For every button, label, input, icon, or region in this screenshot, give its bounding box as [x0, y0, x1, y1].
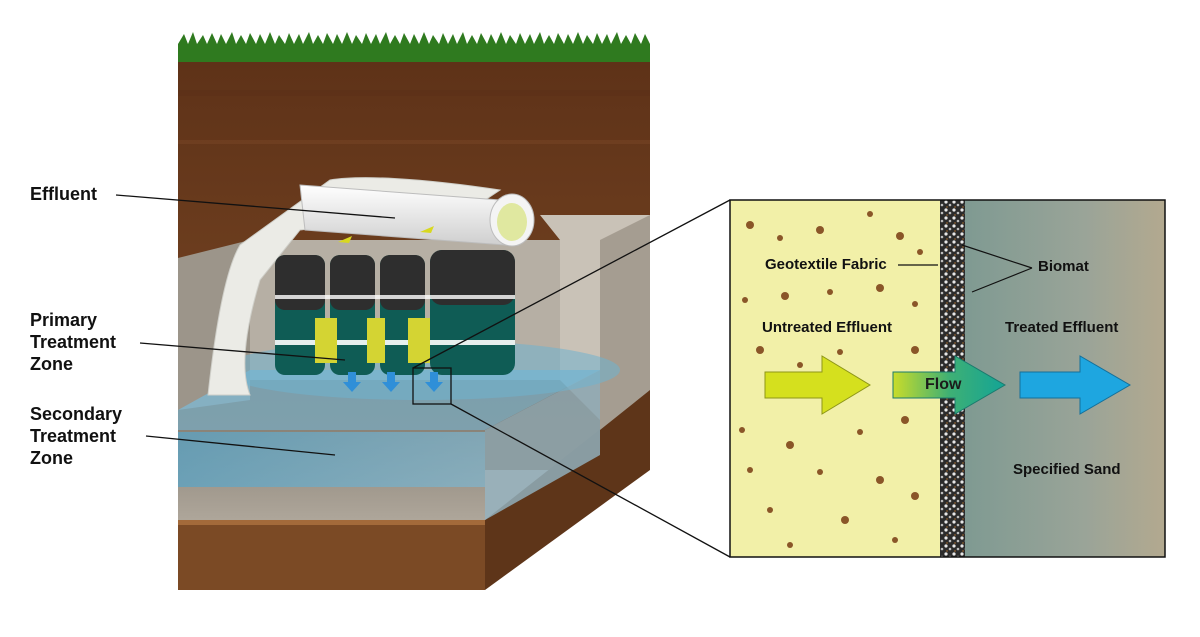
label-primary-zone: Primary Treatment Zone: [30, 309, 116, 375]
effluent-pipe: [299, 184, 535, 247]
leader-biomat-top: [961, 244, 1033, 269]
secondary-zone-side: [485, 370, 600, 520]
front-soil-face: [178, 520, 485, 590]
leader-biomat-bottom: [971, 267, 1033, 293]
label-effluent: Effluent: [30, 184, 97, 204]
label-primary-line2: Treatment: [30, 332, 117, 352]
leader-effluent: [115, 194, 396, 219]
label-specified-sand: Specified Sand: [1013, 461, 1121, 478]
label-untreated-effluent: Untreated Effluent: [762, 319, 893, 336]
arrow-flow: [892, 355, 1006, 415]
geotextile-fabric-sheet: [207, 177, 502, 396]
label-treated-effluent: Treated Effluent: [1005, 319, 1119, 336]
soil-texture-band: [178, 140, 650, 144]
arrow-treated: [1019, 355, 1131, 415]
untreated-particles: [739, 211, 923, 548]
treatment-chambers: [275, 250, 515, 375]
zoom-box: [412, 367, 452, 405]
label-flow: Flow: [925, 376, 962, 393]
leader-secondary: [145, 435, 336, 456]
grass: [178, 32, 650, 62]
soil-texture-band: [178, 90, 650, 96]
label-primary-line3: Zone: [30, 354, 73, 374]
side-soil-face: [485, 390, 650, 590]
label-secondary-line2: Treatment: [30, 426, 117, 446]
secondary-zone-water: [178, 432, 485, 487]
leader-primary: [139, 342, 346, 361]
label-primary-line1: Primary: [30, 310, 98, 330]
effluent-down-arrows: [338, 226, 443, 392]
label-geotextile-fabric: Geotextile Fabric: [765, 256, 887, 273]
label-secondary-line1: Secondary: [30, 404, 123, 424]
label-biomat: Biomat: [1038, 258, 1089, 275]
zoom-connector-bottom: [450, 403, 731, 558]
label-secondary-line3: Zone: [30, 448, 73, 468]
arrow-untreated: [764, 355, 871, 415]
label-secondary-zone: Secondary Treatment Zone: [30, 403, 122, 469]
zoom-connector-top: [412, 199, 731, 369]
